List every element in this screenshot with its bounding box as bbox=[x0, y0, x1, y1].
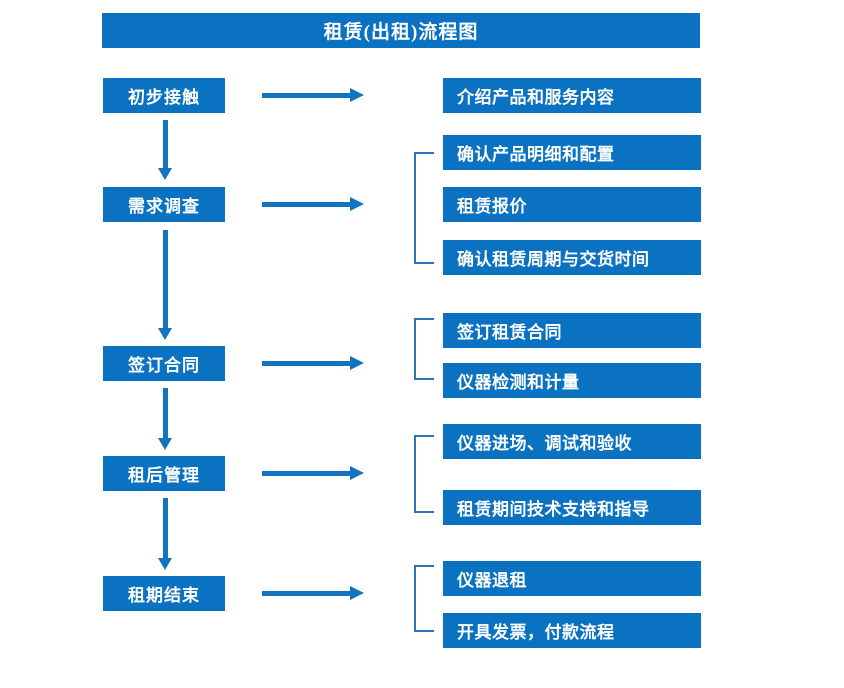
vertical-arrow-4 bbox=[158, 498, 172, 570]
arrow-shaft bbox=[163, 388, 168, 438]
arrow-head-icon bbox=[350, 466, 364, 480]
vertical-arrow-1 bbox=[158, 120, 172, 180]
task-box-4[interactable]: 确认租赁周期与交货时间 bbox=[443, 240, 701, 275]
task-box-9[interactable]: 仪器退租 bbox=[443, 561, 701, 596]
task-box-10[interactable]: 开具发票，付款流程 bbox=[443, 613, 701, 648]
stage-box-2[interactable]: 需求调查 bbox=[103, 187, 225, 222]
horizontal-arrow-4 bbox=[262, 466, 364, 480]
stage-box-3[interactable]: 签订合同 bbox=[103, 346, 225, 381]
task-box-3[interactable]: 租赁报价 bbox=[443, 187, 701, 222]
arrow-head-icon bbox=[158, 438, 172, 450]
group-bracket-1 bbox=[414, 152, 434, 264]
horizontal-arrow-5 bbox=[262, 586, 364, 600]
group-bracket-4 bbox=[414, 565, 434, 632]
arrow-head-icon bbox=[350, 197, 364, 211]
task-box-5[interactable]: 签订租赁合同 bbox=[443, 313, 701, 348]
task-box-6[interactable]: 仪器检测和计量 bbox=[443, 363, 701, 398]
arrow-shaft bbox=[262, 471, 350, 476]
arrow-shaft bbox=[163, 230, 168, 328]
horizontal-arrow-3 bbox=[262, 356, 364, 370]
arrow-shaft bbox=[163, 120, 168, 168]
arrow-shaft bbox=[262, 202, 350, 207]
arrow-shaft bbox=[163, 498, 168, 558]
page-title: 租赁(出租)流程图 bbox=[102, 13, 700, 48]
task-box-8[interactable]: 租赁期间技术支持和指导 bbox=[443, 490, 701, 525]
arrow-head-icon bbox=[158, 558, 172, 570]
vertical-arrow-2 bbox=[158, 230, 172, 340]
arrow-shaft bbox=[262, 591, 350, 596]
arrow-head-icon bbox=[350, 356, 364, 370]
arrow-head-icon bbox=[158, 328, 172, 340]
arrow-shaft bbox=[262, 361, 350, 366]
arrow-shaft bbox=[262, 93, 350, 98]
task-box-1[interactable]: 介绍产品和服务内容 bbox=[443, 78, 701, 113]
vertical-arrow-3 bbox=[158, 388, 172, 450]
task-box-7[interactable]: 仪器进场、调试和验收 bbox=[443, 424, 701, 459]
stage-box-4[interactable]: 租后管理 bbox=[103, 456, 225, 491]
horizontal-arrow-1 bbox=[262, 88, 364, 102]
task-box-2[interactable]: 确认产品明细和配置 bbox=[443, 135, 701, 170]
group-bracket-2 bbox=[414, 318, 434, 380]
stage-box-5[interactable]: 租期结束 bbox=[103, 576, 225, 611]
arrow-head-icon bbox=[350, 586, 364, 600]
horizontal-arrow-2 bbox=[262, 197, 364, 211]
arrow-head-icon bbox=[350, 88, 364, 102]
group-bracket-3 bbox=[414, 435, 434, 513]
stage-box-1[interactable]: 初步接触 bbox=[103, 78, 225, 113]
arrow-head-icon bbox=[158, 168, 172, 180]
